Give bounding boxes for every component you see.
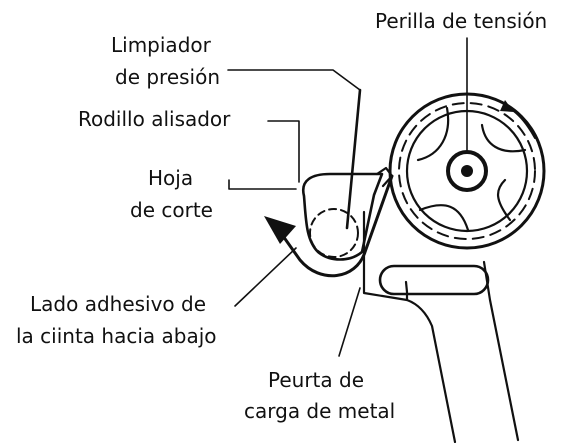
hub-spoke-2	[480, 123, 527, 153]
tape-roll-outer	[388, 92, 546, 250]
label-cutting-blade-line1: Hoja	[148, 166, 193, 190]
leader-adhesive-side	[234, 247, 297, 307]
roller-housing	[301, 172, 384, 261]
tension-knob-outer	[446, 150, 488, 192]
leader-cutting-blade	[228, 179, 297, 190]
tape-roll-dashed-ring	[398, 102, 536, 240]
dispenser-frame	[362, 210, 409, 302]
label-load-door-line2: carga de metal	[244, 399, 395, 423]
label-load-door-line1: Peurta de	[268, 368, 364, 392]
tape-roll-inner-ring	[405, 109, 529, 233]
label-cutting-blade-line2: de corte	[130, 198, 213, 222]
label-adhesive-side-line2: la ciinta hacia abajo	[16, 324, 217, 348]
handle-slot	[378, 264, 490, 296]
smoothing-roller	[309, 208, 359, 258]
leader-lines	[227, 37, 468, 357]
tape-exit-arrow-head	[264, 216, 296, 244]
tension-knob-center	[461, 165, 473, 177]
handle-rear-edge	[482, 260, 520, 442]
rotation-arrow-head	[500, 100, 514, 112]
tape-path	[281, 174, 394, 278]
label-tension-knob: Perilla de tensión	[375, 9, 547, 33]
label-smoothing-roller: Rodillo alisador	[78, 107, 231, 131]
leader-load-door	[338, 287, 361, 357]
cutting-blade	[375, 166, 394, 188]
label-adhesive-side-line1: Lado adhesivo de	[30, 292, 206, 316]
label-pressure-wiper-line1: Limpiador	[111, 33, 212, 57]
pressure-wiper	[345, 88, 362, 230]
label-pressure-wiper-line2: de presión	[115, 65, 220, 89]
leader-pressure-wiper	[227, 69, 361, 91]
tape-dispenser-illustration	[264, 88, 546, 443]
hub-spoke-1	[416, 106, 450, 162]
hub-spoke-3	[497, 178, 512, 222]
leader-smoothing-roller	[267, 120, 300, 183]
handle-body	[404, 280, 457, 443]
hub-spoke-4	[418, 204, 470, 232]
